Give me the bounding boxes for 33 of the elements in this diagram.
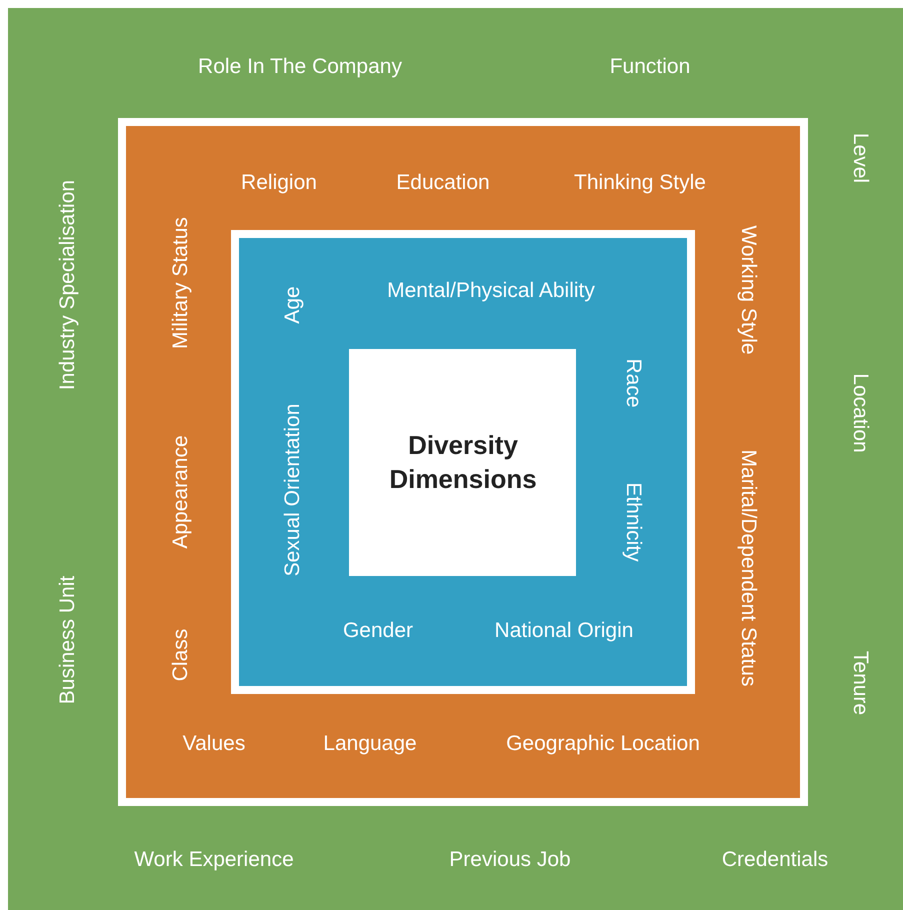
dimension-label: Language: [323, 732, 417, 756]
dimension-label: Mental/Physical Ability: [387, 279, 595, 303]
dimension-label: Credentials: [722, 848, 828, 872]
middle-square: [118, 118, 808, 806]
dimension-label: National Origin: [494, 619, 634, 643]
dimension-label: Tenure: [848, 650, 872, 716]
dimension-label: Business Unit: [56, 576, 80, 704]
dimension-label: Working Style: [736, 225, 760, 355]
dimension-label: Geographic Location: [506, 732, 700, 756]
dimension-label: Level: [848, 132, 872, 184]
dimension-label: Location: [848, 373, 872, 453]
dimension-label: Education: [396, 171, 490, 195]
center-square: [349, 349, 576, 576]
inner-square: [231, 230, 695, 694]
dimension-label: Work Experience: [134, 848, 294, 872]
outer-square: [8, 8, 903, 910]
dimension-label: Previous Job: [449, 848, 571, 872]
center-title: Diversity Dimensions: [388, 429, 538, 496]
dimension-label: Gender: [342, 619, 414, 643]
dimension-label: Military Status: [169, 217, 193, 349]
dimension-label: Role In The Company: [198, 55, 402, 79]
dimension-label: Class: [169, 628, 193, 682]
dimension-label: Sexual Orientation: [281, 404, 305, 576]
dimension-label: Appearance: [169, 435, 193, 549]
dimension-label: Ethnicity: [621, 482, 645, 562]
dimension-label: Marital/Dependent Status: [736, 450, 760, 686]
dimension-label: Thinking Style: [574, 171, 706, 195]
dimension-label: Function: [610, 55, 690, 79]
dimension-label: Industry Specialisation: [56, 180, 80, 390]
dimension-label: Race: [621, 358, 645, 408]
dimension-label: Religion: [241, 171, 317, 195]
dimension-label: Age: [281, 286, 305, 324]
dimension-label: Values: [182, 732, 246, 756]
